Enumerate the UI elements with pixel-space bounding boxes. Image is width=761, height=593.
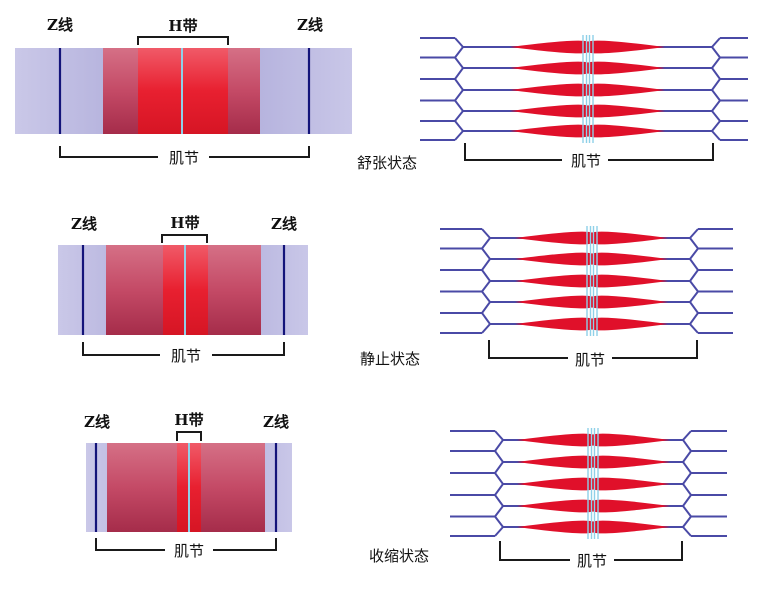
sarcomere-block [15,48,352,134]
sarcomere-label-filaments: 肌节 [575,351,605,369]
sarcomere-label-filaments: 肌节 [577,552,607,570]
z-disc-left [453,37,465,141]
h-band-bracket [161,234,208,243]
myosin-filament [510,124,665,138]
z-disc-right [688,228,700,334]
myosin-filament [515,295,668,309]
z-disc-left [480,228,492,334]
myosin-filament [517,433,670,447]
state-label: 舒张状态 [357,154,417,172]
filament-diagram [440,226,733,336]
sarcomere-block [86,443,292,532]
h-band-label: H带 [174,411,203,429]
myosin-filament [510,61,665,75]
z-line-label-left: Z线 [71,215,97,233]
sarcomere-bracket [59,146,310,158]
sarcomere-bracket-filaments [499,541,683,561]
z-line-label-right: Z线 [297,16,323,34]
myosin-filament [515,274,668,288]
myosin-filament [510,40,665,54]
z-line-label-left: Z线 [47,16,73,34]
sarcomere-label: 肌节 [174,542,204,560]
myosin-filament [515,252,668,266]
myosin-filament [517,455,670,469]
sarcomere-bracket-filaments [488,340,698,359]
myosin-filament [515,231,668,245]
h-band-label: H带 [170,214,199,232]
h-band-bracket [176,431,202,441]
sarcomere-label-filaments: 肌节 [571,152,601,170]
state-label: 收缩状态 [369,547,429,565]
h-band-bracket [137,36,229,45]
myosin-filament [510,104,665,118]
sarcomere-bracket [95,538,277,551]
z-line-label-right: Z线 [263,413,289,431]
sarcomere-bracket [82,342,285,356]
z-line-label-right: Z线 [271,215,297,233]
z-disc-right [681,430,693,537]
myosin-filament [517,520,670,534]
sarcomere-label: 肌节 [169,149,199,167]
h-band-label: H带 [168,17,197,35]
z-disc-left [493,430,505,537]
sarcomere-block [58,245,308,335]
filament-diagram [450,428,727,539]
filament-diagram [420,35,748,143]
myosin-filament [510,83,665,97]
panel-contracted: H带 Z线 Z线 肌节 收缩状态 肌节 [84,411,727,570]
panel-resting: H带 Z线 Z线 肌节 静止状态 肌节 [58,214,733,369]
myosin-filament [517,477,670,491]
z-disc-right [710,37,722,141]
myosin-filament [515,317,668,331]
sarcomere-label: 肌节 [171,347,201,365]
z-line-label-left: Z线 [84,413,110,431]
panel-relaxed: H带 Z线 Z线 肌节 舒张状态 肌节 [15,16,748,172]
state-label: 静止状态 [360,350,420,368]
sarcomere-bracket-filaments [464,143,714,161]
myosin-filament [517,499,670,513]
